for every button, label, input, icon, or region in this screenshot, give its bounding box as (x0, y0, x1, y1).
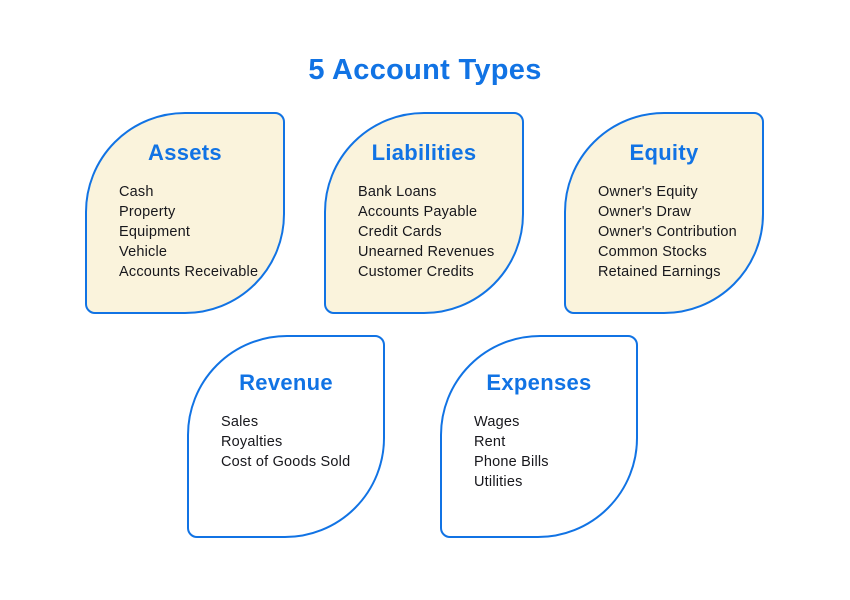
card-item: Wages (474, 414, 520, 430)
card-expenses-title: Expenses (486, 370, 592, 395)
card-revenue-item-list: Sales Royalties Cost of Goods Sold (189, 412, 383, 472)
card-assets-title: Assets (148, 140, 222, 165)
card-item: Owner's Contribution (598, 224, 737, 240)
card-liabilities-title: Liabilities (371, 140, 477, 165)
card-item: Cost of Goods Sold (221, 454, 351, 470)
page-title: 5 Account Types (308, 54, 542, 86)
card-item: Equipment (119, 224, 191, 240)
card-liabilities: Liabilities Bank Loans Accounts Payable … (324, 112, 524, 314)
card-item: Rent (474, 434, 506, 450)
card-expenses-item-list: Wages Rent Phone Bills Utilities (442, 412, 636, 492)
card-item: Owner's Draw (598, 204, 691, 220)
card-expenses: Expenses Wages Rent Phone Bills Utilitie… (440, 335, 638, 538)
card-assets-item-list: Cash Property Equipment Vehicle Accounts… (87, 182, 283, 282)
card-revenue-title: Revenue (239, 370, 333, 395)
card-item: Accounts Payable (358, 204, 478, 220)
card-item: Royalties (221, 434, 283, 450)
card-equity: Equity Owner's Equity Owner's Draw Owner… (564, 112, 764, 314)
card-item: Sales (221, 414, 259, 430)
card-revenue: Revenue Sales Royalties Cost of Goods So… (187, 335, 385, 538)
card-item: Bank Loans (358, 184, 437, 200)
card-item: Retained Earnings (598, 264, 721, 280)
card-item: Cash (119, 184, 154, 200)
card-item: Accounts Receivable (119, 264, 259, 280)
card-item: Utilities (474, 474, 523, 490)
card-item: Owner's Equity (598, 184, 698, 200)
card-item: Phone Bills (474, 454, 549, 470)
card-assets: Assets Cash Property Equipment Vehicle A… (85, 112, 285, 314)
card-item: Common Stocks (598, 244, 707, 260)
card-item: Customer Credits (358, 264, 475, 280)
card-item: Credit Cards (358, 224, 442, 240)
card-item: Vehicle (119, 244, 168, 260)
card-item: Unearned Revenues (358, 244, 495, 260)
card-item: Property (119, 204, 176, 220)
card-liabilities-item-list: Bank Loans Accounts Payable Credit Cards… (326, 182, 522, 282)
card-equity-item-list: Owner's Equity Owner's Draw Owner's Cont… (566, 182, 762, 282)
card-equity-title: Equity (629, 140, 699, 165)
